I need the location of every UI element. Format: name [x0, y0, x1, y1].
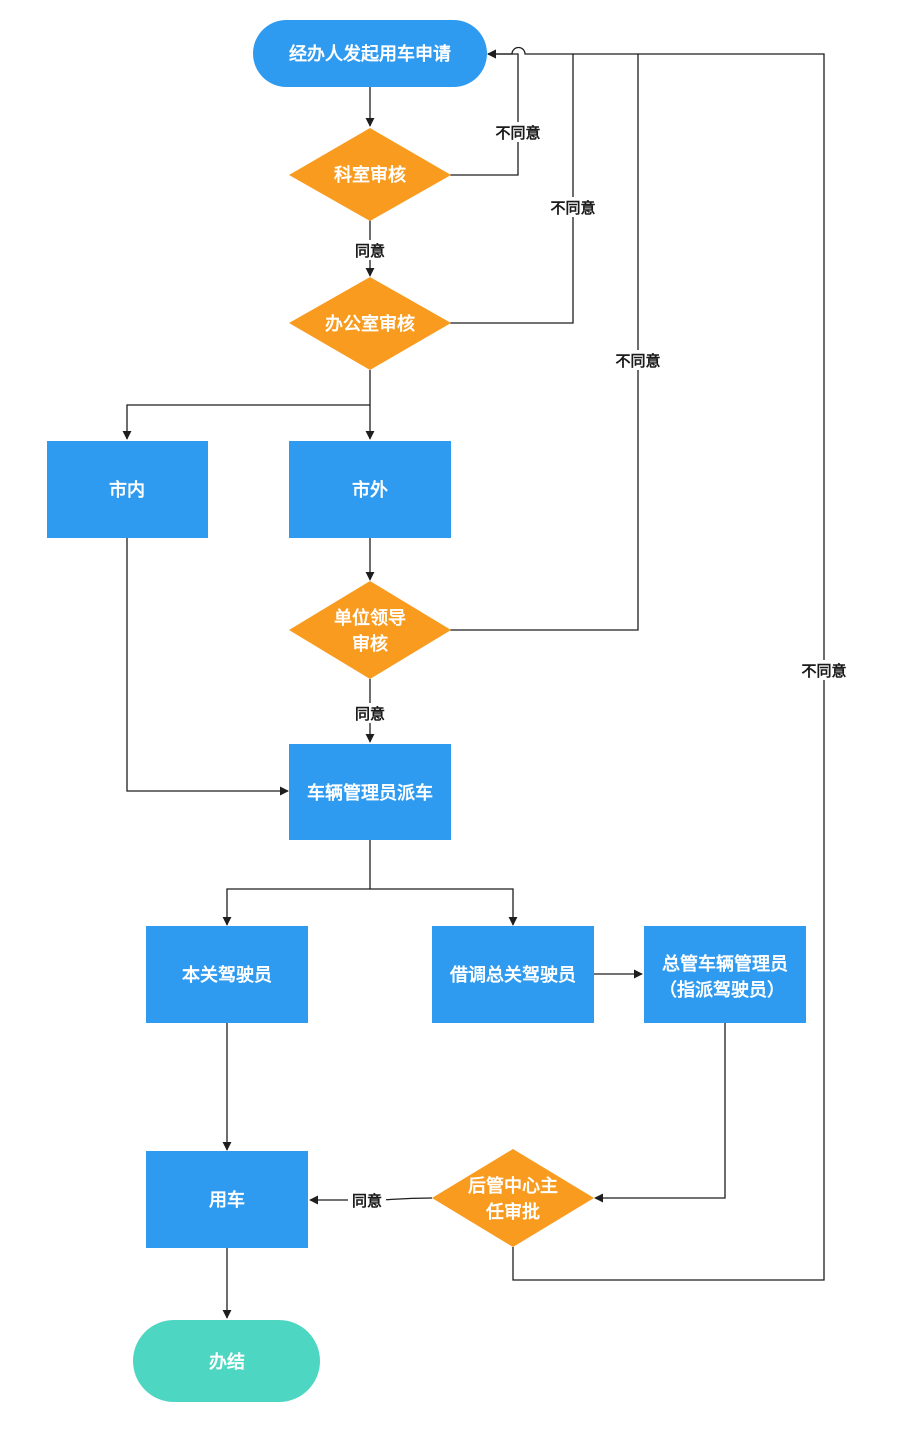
- edge-branch-to-local-driver: [222, 888, 370, 926]
- dispatch-label: 车辆管理员派车: [307, 782, 433, 804]
- borrow-driver-label: 借调总关驾驶员: [449, 964, 576, 986]
- local-driver-shape: [146, 926, 308, 1023]
- node-dispatch: 车辆管理员派车: [289, 744, 451, 840]
- node-use-car: 用车: [146, 1151, 308, 1248]
- label-reject-dept: 不同意: [495, 124, 540, 142]
- node-director-approval: 后管中心主 任审批: [432, 1149, 594, 1247]
- node-out-city: 市外: [289, 441, 451, 538]
- start-label: 经办人发起用车申请: [289, 43, 451, 65]
- node-end: 办结: [133, 1320, 320, 1402]
- end-shape: [133, 1320, 320, 1402]
- in-city-shape: [47, 441, 208, 538]
- edge-office-reject: [450, 46, 574, 324]
- use-car-label: 用车: [209, 1189, 245, 1211]
- leader-review-label-line2: 审核: [352, 633, 388, 655]
- edge-branch-to-in-city: [122, 404, 370, 440]
- node-start: 经办人发起用车申请: [253, 20, 487, 87]
- dispatch-shape: [289, 744, 451, 840]
- use-car-shape: [146, 1151, 308, 1248]
- end-label: 办结: [209, 1351, 245, 1373]
- leader-review-label-line1: 单位领导: [334, 607, 406, 629]
- director-approval-shape: [432, 1149, 594, 1247]
- node-local-driver: 本关驾驶员: [146, 926, 308, 1023]
- label-reject-office: 不同意: [550, 199, 595, 217]
- borrow-driver-shape: [432, 926, 594, 1023]
- node-leader-review: 单位领导 审核: [289, 581, 451, 679]
- node-in-city: 市内: [47, 441, 208, 538]
- edge-director-reject: [512, 53, 825, 1281]
- label-reject-director: 不同意: [801, 662, 846, 680]
- node-office-review: 办公室审核: [289, 277, 451, 370]
- office-review-shape: [289, 277, 451, 370]
- edge-branch-to-borrow-driver: [370, 888, 518, 926]
- edge-leader-reject: [450, 53, 639, 631]
- label-agree-dept: 同意: [355, 242, 385, 260]
- hq-manager-label-line2: （指派驾驶员）: [659, 979, 785, 1001]
- in-city-label: 市内: [109, 479, 145, 501]
- start-shape: [253, 20, 487, 87]
- edge-hq-manager-to-director: [594, 1023, 726, 1203]
- node-borrow-driver: 借调总关驾驶员: [432, 926, 594, 1023]
- director-approval-label-line1: 后管中心主: [468, 1175, 558, 1197]
- node-hq-manager: 总管车辆管理员 （指派驾驶员）: [644, 926, 806, 1023]
- out-city-label: 市外: [352, 479, 388, 501]
- leader-review-shape: [289, 581, 451, 679]
- edges: [122, 46, 825, 1319]
- director-approval-label-line2: 任审批: [485, 1201, 540, 1223]
- local-driver-label: 本关驾驶员: [182, 964, 272, 986]
- hq-manager-label-line1: 总管车辆管理员: [662, 953, 788, 975]
- label-reject-leader: 不同意: [615, 352, 660, 370]
- dept-review-label: 科室审核: [334, 164, 406, 186]
- edge-in-city-to-dispatch: [126, 538, 289, 796]
- office-review-label: 办公室审核: [325, 313, 415, 335]
- edge-labels: 不同意 不同意 不同意 不同意 同意 同意 同意: [348, 122, 851, 1210]
- out-city-shape: [289, 441, 451, 538]
- node-dept-review: 科室审核: [289, 128, 451, 221]
- label-agree-director: 同意: [352, 1192, 382, 1210]
- dept-review-shape: [289, 128, 451, 221]
- hq-manager-shape: [644, 926, 806, 1023]
- label-agree-leader: 同意: [355, 705, 385, 723]
